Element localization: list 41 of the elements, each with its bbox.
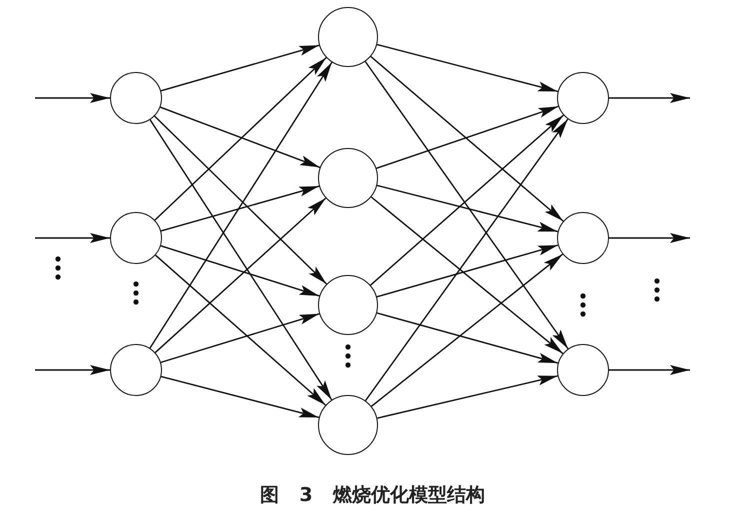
circle-node (110, 212, 162, 264)
circle-node (318, 395, 378, 455)
arrow (160, 106, 320, 168)
arrow (160, 44, 320, 92)
arrow (370, 196, 564, 354)
arrow (364, 61, 569, 350)
arrow (371, 254, 564, 407)
arrow (376, 44, 558, 92)
arrow (160, 376, 320, 418)
circle-node (557, 212, 609, 264)
circle-node (318, 7, 378, 67)
arrow (370, 114, 564, 286)
arrow (376, 312, 558, 364)
circle-node (110, 72, 162, 124)
figure-caption: 图 3 燃烧优化模型结构 (260, 484, 486, 506)
arrow (376, 106, 559, 169)
arrow (160, 186, 320, 232)
circle-node (110, 344, 162, 396)
circle-node (557, 344, 609, 396)
arrow (155, 254, 326, 406)
arrow (35, 365, 110, 375)
arrow (160, 245, 320, 297)
arrow (160, 313, 320, 364)
arrow (609, 365, 690, 375)
arrow (150, 119, 332, 400)
arrow (377, 375, 558, 419)
arrow (149, 62, 332, 348)
arrow (376, 184, 558, 232)
arrow (154, 198, 326, 354)
arrow (35, 233, 110, 243)
arrow (376, 244, 558, 298)
arrow (154, 57, 327, 221)
circle-node (318, 275, 378, 335)
arrow (364, 118, 568, 402)
arrow (609, 93, 690, 103)
arrow (154, 116, 328, 285)
circle-node (318, 148, 378, 208)
circle-node (557, 72, 609, 124)
arrow (370, 56, 564, 222)
arrow (609, 233, 690, 243)
arrow (35, 93, 110, 103)
